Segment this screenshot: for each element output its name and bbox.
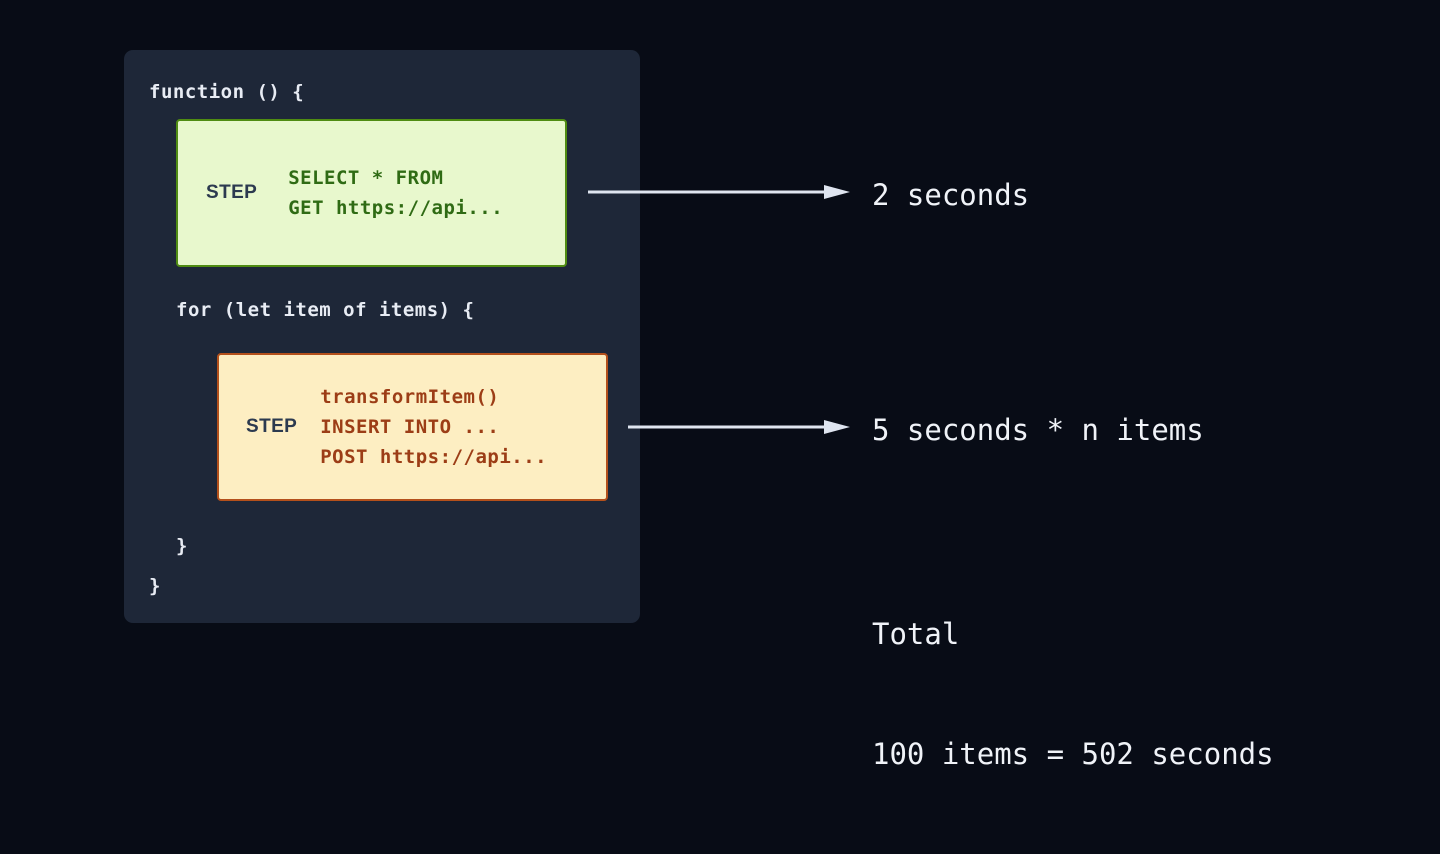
step-code-lines-1: SELECT * FROM GET https://api...: [288, 167, 504, 219]
arrow-icon-step-2: [628, 420, 850, 434]
code-line-function-close: }: [149, 575, 161, 597]
step-box-1[interactable]: STEP SELECT * FROM GET https://api...: [176, 119, 567, 267]
arrow-icon-step-1: [588, 185, 850, 199]
annotation-step-1-duration: 2 seconds: [872, 178, 1030, 212]
code-line-function-open: function () {: [149, 81, 305, 103]
step-label-2: STEP: [246, 416, 298, 437]
step-code-lines-2: transformItem() INSERT INTO ... POST htt…: [320, 386, 548, 468]
step-box-2[interactable]: STEP transformItem() INSERT INTO ... POS…: [217, 353, 608, 501]
diagram-canvas: function () { STEP SELECT * FROM GET htt…: [124, 50, 1274, 771]
step-label-1: STEP: [206, 182, 258, 203]
code-line-for-open: for (let item of items) {: [176, 299, 475, 321]
total-block: Total 100 items = 502 seconds: [872, 534, 1274, 854]
total-value: 100 items = 502 seconds: [872, 737, 1274, 771]
annotation-step-2-duration: 5 seconds * n items: [872, 413, 1204, 447]
total-title: Total: [872, 617, 960, 651]
code-line-for-close: }: [176, 535, 188, 557]
code-panel: function () { STEP SELECT * FROM GET htt…: [124, 50, 640, 623]
